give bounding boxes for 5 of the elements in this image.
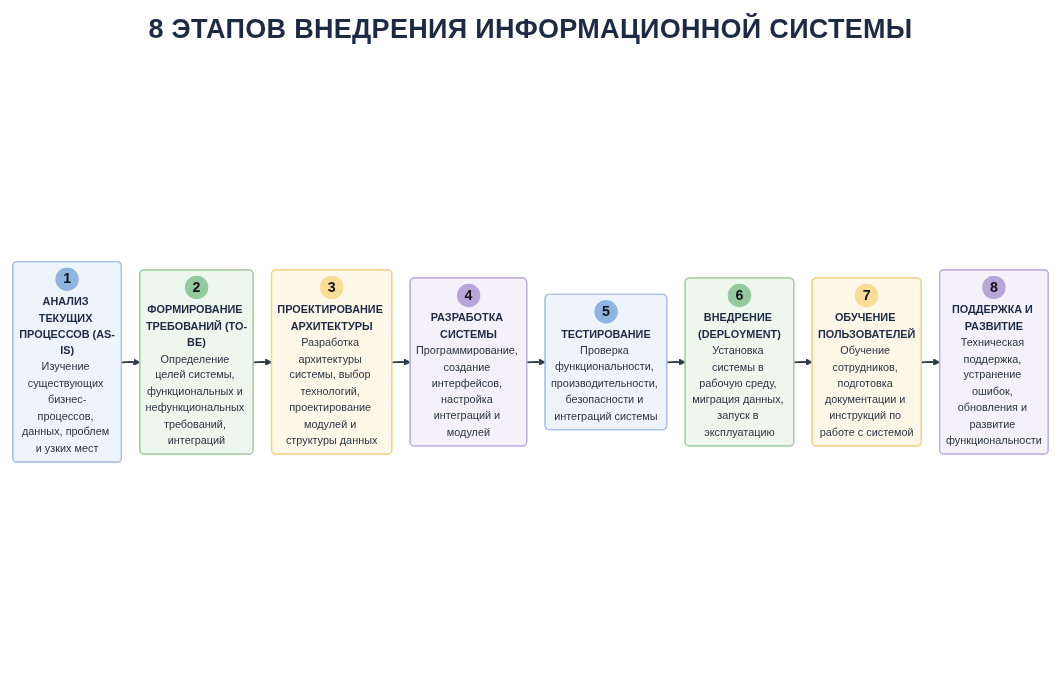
arrow xyxy=(666,358,686,366)
arrow xyxy=(526,358,546,366)
arrow xyxy=(793,358,813,366)
arrow xyxy=(391,358,411,366)
title: 8 ЭТАПОВ ВНЕДРЕНИЯ ИНФОРМАЦИОННОЙ СИСТЕМЫ xyxy=(148,14,913,45)
